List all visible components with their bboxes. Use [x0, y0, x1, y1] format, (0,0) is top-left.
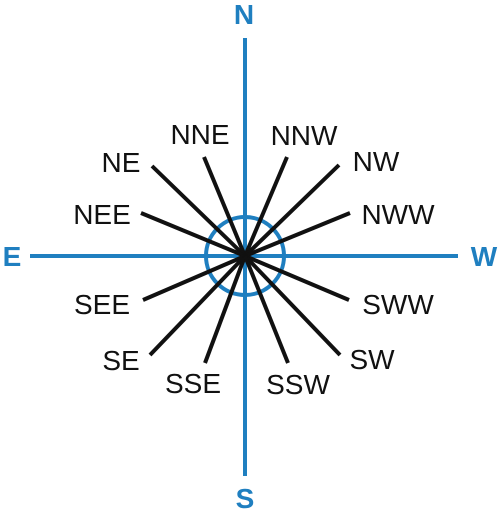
label-se: SE — [102, 345, 139, 376]
label-nww: NWW — [361, 199, 435, 230]
ray-se — [148, 254, 247, 357]
label-east: E — [3, 241, 22, 272]
ray-nnw — [243, 156, 289, 257]
ray-nee — [140, 211, 246, 258]
ray-nne — [202, 156, 247, 257]
label-sww: SWW — [362, 289, 434, 320]
label-west: W — [471, 241, 498, 272]
label-nnw: NNW — [271, 120, 338, 151]
label-nw: NW — [353, 146, 400, 177]
label-nne: NNE — [170, 119, 229, 150]
cardinal-labels: N S E W — [3, 0, 498, 512]
label-sw: SW — [349, 344, 395, 375]
label-north: N — [234, 0, 254, 30]
label-sse: SSE — [165, 368, 221, 399]
ray-ne — [150, 164, 247, 258]
ray-sw — [243, 254, 342, 357]
label-ne: NE — [102, 147, 141, 178]
label-ssw: SSW — [266, 369, 330, 400]
label-nee: NEE — [73, 199, 131, 230]
label-see: SEE — [74, 289, 130, 320]
ray-sse — [203, 255, 247, 364]
ray-sww — [244, 254, 350, 302]
label-south: S — [236, 483, 255, 512]
ray-see — [142, 254, 246, 302]
center-circle — [204, 215, 286, 297]
ray-ssw — [243, 255, 290, 364]
ray-nw — [243, 163, 341, 258]
ray-nww — [244, 211, 351, 258]
rays — [140, 156, 351, 364]
direction-labels: NNE NNW NE NW NEE NWW SEE SWW SE SW SSE … — [73, 119, 435, 400]
